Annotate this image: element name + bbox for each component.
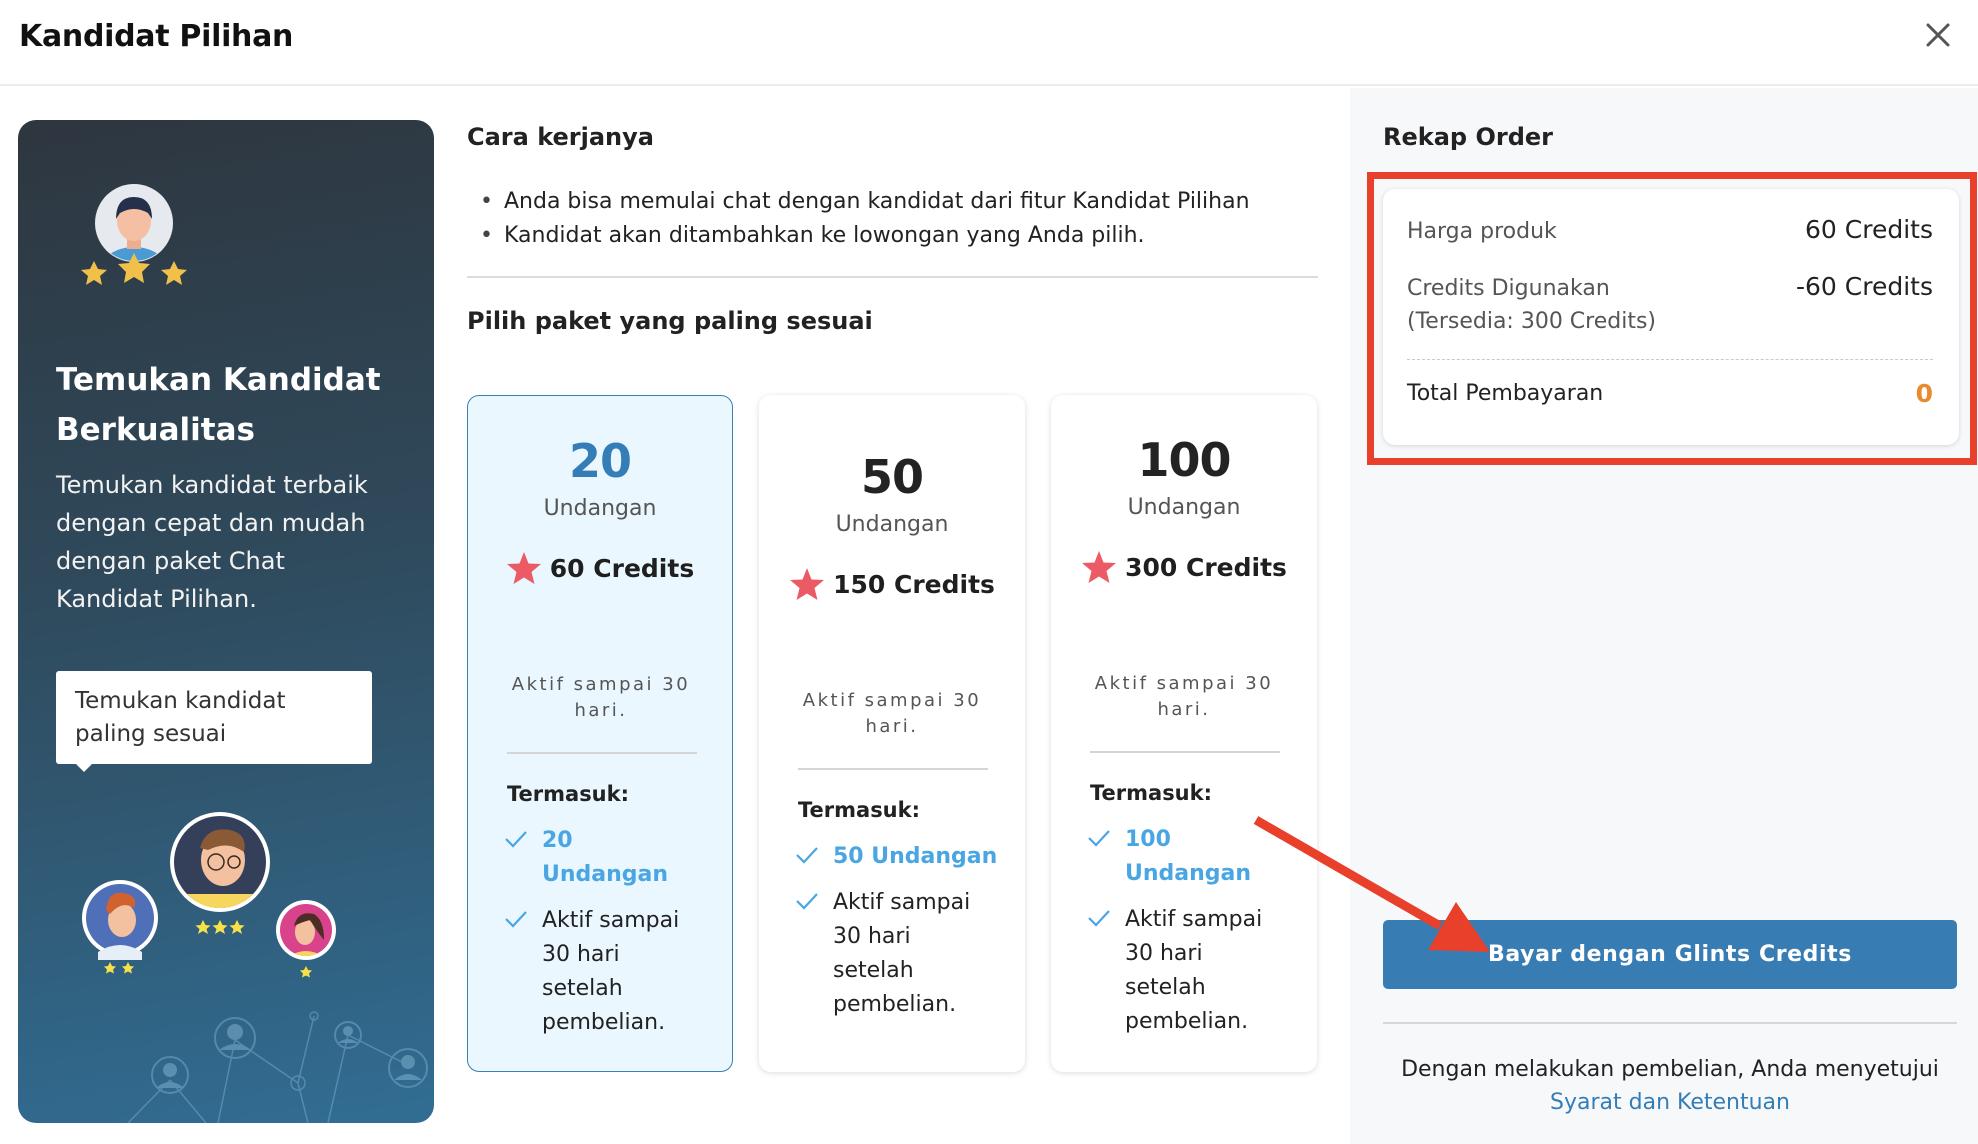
dashed-divider — [1407, 359, 1933, 360]
package-unit: Undangan — [835, 512, 949, 537]
total-payment-label: Total Pembayaran — [1407, 381, 1604, 406]
promo-description: Temukan kandidat terbaik dengan cepat da… — [56, 471, 368, 613]
package-feature: 20 Undangan — [504, 824, 714, 892]
package-count: 100 — [1137, 433, 1231, 487]
package-feature-text: Aktif sampai 30 hari setelah pembelian. — [833, 890, 971, 1017]
packages-title: Pilih paket yang paling sesuai — [467, 307, 873, 335]
check-icon — [796, 847, 818, 864]
footer-divider — [1383, 1022, 1957, 1024]
package-price: 150 Credits — [759, 567, 1025, 601]
package-card-100[interactable]: 100 Undangan 300 Credits Aktif sampai 30… — [1051, 395, 1317, 1072]
promo-speech-bubble: Temukan kandidat paling sesuai — [56, 671, 372, 772]
section-divider — [467, 276, 1318, 278]
candidates-illustration — [82, 812, 336, 978]
package-feature-text: Aktif sampai 30 hari setelah pembelian. — [1125, 907, 1263, 1034]
credits-available-label: (Tersedia: 300 Credits) — [1407, 309, 1657, 334]
package-price: 60 Credits — [468, 551, 732, 585]
modal-title: Kandidat Pilihan — [19, 19, 294, 54]
package-active-period: Aktif sampai 30 hari. — [802, 690, 982, 737]
package-feature-text: Aktif sampai 30 hari setelah pembelian. — [542, 908, 680, 1035]
package-price: 300 Credits — [1051, 550, 1317, 584]
star-icon — [790, 568, 825, 600]
package-feature: 50 Undangan — [795, 840, 1005, 874]
package-price-label: 150 Credits — [833, 569, 995, 599]
package-feature: Aktif sampai 30 hari setelah pembelian. — [1087, 903, 1297, 1039]
card-divider — [1090, 751, 1280, 753]
package-price-label: 60 Credits — [549, 553, 695, 583]
product-price-label: Harga produk — [1407, 219, 1557, 244]
package-included-label: Termasuk: — [798, 798, 921, 822]
order-summary-card: Harga produk 60 Credits Credits Digunaka… — [1383, 189, 1959, 445]
close-icon — [1926, 23, 1950, 47]
star-icon — [1082, 551, 1117, 583]
card-divider — [507, 752, 697, 754]
how-it-works-list: Anda bisa memulai chat dengan kandidat d… — [480, 185, 1250, 253]
package-unit: Undangan — [1127, 495, 1241, 520]
package-card-20[interactable]: 20 Undangan 60 Credits Aktif sampai 30 h… — [467, 395, 733, 1072]
how-it-works-item: Kandidat akan ditambahkan ke lowongan ya… — [480, 219, 1250, 253]
package-feature: 100 Undangan — [1087, 823, 1297, 891]
package-active-period: Aktif sampai 30 hari. — [1094, 673, 1274, 720]
package-feature-text: 20 Undangan — [542, 828, 669, 887]
package-active-period: Aktif sampai 30 hari. — [511, 674, 691, 721]
credits-used-label: Credits Digunakan — [1407, 276, 1610, 301]
package-price-label: 300 Credits — [1125, 552, 1287, 582]
package-included-label: Termasuk: — [1090, 781, 1213, 805]
package-feature: Aktif sampai 30 hari setelah pembelian. — [504, 904, 714, 1040]
product-price-value: 60 Credits — [1805, 215, 1933, 244]
package-included-label: Termasuk: — [507, 782, 630, 806]
check-icon — [505, 831, 527, 848]
total-payment-value: 0 — [1915, 379, 1933, 408]
rated-candidate-illustration — [81, 184, 187, 285]
package-count: 50 — [860, 450, 924, 504]
package-feature-text: 100 Undangan — [1125, 827, 1252, 886]
check-icon — [1088, 910, 1110, 927]
package-count: 20 — [568, 434, 632, 488]
how-it-works-title: Cara kerjanya — [467, 123, 654, 151]
package-feature: Aktif sampai 30 hari setelah pembelian. — [795, 886, 1005, 1022]
check-icon — [1088, 830, 1110, 847]
credits-used-value: -60 Credits — [1796, 272, 1933, 301]
terms-agreement-text: Dengan melakukan pembelian, Anda menyetu… — [1401, 1057, 1939, 1082]
network-decoration-icon — [127, 1011, 428, 1123]
check-icon — [796, 893, 818, 910]
package-unit: Undangan — [543, 496, 657, 521]
promo-panel: Temukan Kandidat Berkualitas Temukan kan… — [18, 120, 434, 1123]
package-card-50[interactable]: 50 Undangan 150 Credits Aktif sampai 30 … — [759, 395, 1025, 1072]
how-it-works-item: Anda bisa memulai chat dengan kandidat d… — [480, 185, 1250, 219]
star-icon — [506, 552, 541, 584]
package-feature-text: 50 Undangan — [833, 844, 998, 869]
pay-with-glints-credits-button[interactable]: Bayar dengan Glints Credits — [1383, 920, 1957, 989]
card-divider — [798, 768, 988, 770]
close-button[interactable] — [1922, 19, 1954, 51]
terms-and-conditions-link[interactable]: Syarat dan Ketentuan — [1550, 1090, 1790, 1115]
check-icon — [505, 911, 527, 928]
order-summary-title: Rekap Order — [1383, 123, 1553, 151]
modal-header: Kandidat Pilihan — [0, 0, 1978, 86]
promo-title: Temukan Kandidat Berkualitas — [56, 362, 381, 448]
